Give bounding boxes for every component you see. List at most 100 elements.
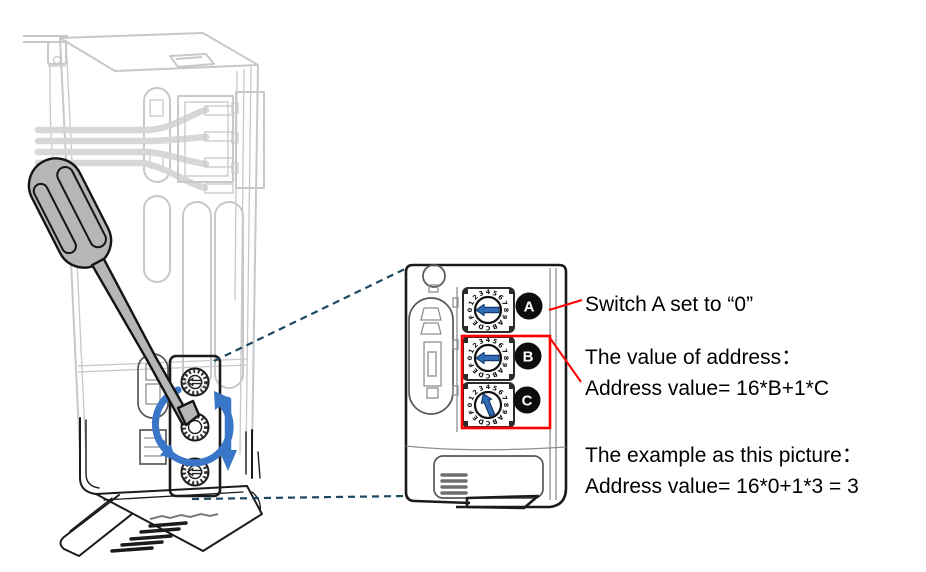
svg-text:5: 5 <box>491 337 498 346</box>
annotation-example-heading: The example as this picture： <box>585 444 863 467</box>
annotation-address-heading: The value of address： <box>585 346 803 369</box>
annotation-example-formula: Address value= 16*0+1*3 = 3 <box>585 475 859 498</box>
panel-top-hole <box>422 264 446 288</box>
label-circle-c <box>513 386 541 414</box>
svg-text:F: F <box>467 313 476 320</box>
svg-text:7: 7 <box>500 395 509 402</box>
svg-text:2: 2 <box>471 341 480 350</box>
svg-text:9: 9 <box>500 408 509 416</box>
svg-text:5: 5 <box>491 289 498 298</box>
svg-text:8: 8 <box>502 403 510 408</box>
switch-c-dial-arrow <box>480 393 496 417</box>
svg-text:0: 0 <box>466 307 474 312</box>
annotation-example: The example as this picture： Address val… <box>585 440 863 502</box>
svg-text:8: 8 <box>502 356 510 361</box>
device-right-ribs <box>234 64 259 456</box>
svg-text:9: 9 <box>500 313 509 321</box>
annotation-address: The value of address： Address value= 16*… <box>585 342 829 404</box>
open-cover-flap <box>59 494 133 557</box>
magnifier-connector-lines <box>191 267 408 501</box>
annotation-switch-a: Switch A set to “0” <box>585 293 754 316</box>
svg-text:A: A <box>496 318 505 327</box>
dashed-connector-bottom <box>191 494 407 501</box>
svg-text:1: 1 <box>467 300 476 307</box>
svg-text:B: B <box>491 370 499 379</box>
cover-vents <box>440 473 468 495</box>
svg-text:C: C <box>485 372 490 380</box>
svg-text:2: 2 <box>471 388 480 397</box>
svg-text:4: 4 <box>486 383 491 391</box>
device-top-clip <box>169 53 215 68</box>
red-highlight-box <box>460 334 552 430</box>
panel-bottom-cover <box>433 455 544 510</box>
switch-a-dial-arrow <box>475 303 500 317</box>
svg-text:D: D <box>477 370 485 379</box>
svg-text:C: C <box>485 324 490 332</box>
svg-text:F: F <box>467 361 476 368</box>
svg-text:6: 6 <box>496 388 505 397</box>
svg-text:0: 0 <box>466 355 474 360</box>
svg-text:2: 2 <box>471 293 480 302</box>
svg-text:E: E <box>471 413 480 422</box>
bottom-vents <box>110 521 188 553</box>
svg-text:5: 5 <box>491 384 498 393</box>
svg-text:3: 3 <box>478 337 485 346</box>
svg-text:7: 7 <box>500 300 509 307</box>
svg-text:1: 1 <box>467 348 476 355</box>
svg-text:A: A <box>496 366 505 375</box>
svg-text:3: 3 <box>478 289 485 298</box>
screwdriver-blade-tip <box>176 399 201 427</box>
device-top-face <box>59 32 259 72</box>
svg-text:B: B <box>491 417 499 426</box>
side-slot-cutouts <box>143 87 171 283</box>
leader-line-address <box>549 337 582 383</box>
svg-text:8: 8 <box>502 308 510 313</box>
svg-text:9: 9 <box>500 361 509 369</box>
label-b: B <box>523 349 534 366</box>
wires <box>34 106 210 192</box>
svg-text:C: C <box>485 419 490 427</box>
svg-text:1: 1 <box>467 395 476 402</box>
svg-text:6: 6 <box>496 293 505 302</box>
device-lower-body <box>59 417 263 557</box>
svg-text:3: 3 <box>478 384 485 393</box>
wire-connector <box>177 91 265 194</box>
svg-text:A: A <box>496 413 505 422</box>
svg-text:E: E <box>471 366 480 375</box>
svg-text:7: 7 <box>500 348 509 355</box>
panel-left-connector <box>408 297 454 415</box>
label-c: C <box>522 393 533 410</box>
svg-text:4: 4 <box>486 288 491 296</box>
annotation-address-formula: Address value= 16*B+1*C <box>585 377 829 400</box>
device-brand-label-illegible <box>149 512 219 520</box>
panel-seam <box>405 445 567 451</box>
label-circle-a <box>515 292 543 320</box>
label-circle-b <box>514 342 542 370</box>
svg-text:B: B <box>491 322 499 331</box>
bottom-lip <box>465 494 540 510</box>
leader-line-switch-a <box>548 299 583 311</box>
small-dial-top <box>180 367 210 397</box>
screwdriver <box>27 157 201 427</box>
svg-text:0: 0 <box>466 402 474 407</box>
svg-text:D: D <box>477 417 485 426</box>
svg-text:E: E <box>471 318 480 327</box>
device-3d-view <box>23 32 265 557</box>
switch-label-badges: A B C <box>513 292 543 414</box>
panel-frame <box>404 263 568 509</box>
svg-text:D: D <box>477 322 485 331</box>
label-a: A <box>524 299 535 316</box>
switch-b-dial-arrow <box>475 351 500 365</box>
rotary-switch-panel-small <box>168 354 222 498</box>
svg-text:4: 4 <box>486 336 491 344</box>
svg-text:F: F <box>467 408 476 415</box>
svg-text:6: 6 <box>496 341 505 350</box>
